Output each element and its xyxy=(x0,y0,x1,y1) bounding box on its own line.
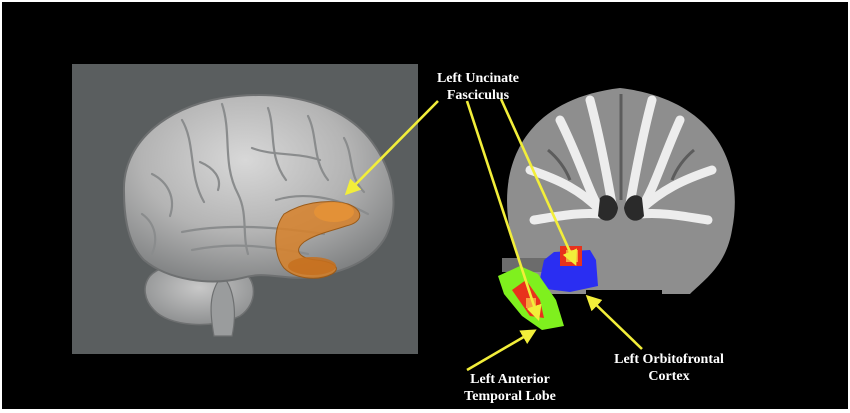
label-orbitofrontal-line2: Cortex xyxy=(648,369,690,384)
arrow-temporal-label xyxy=(466,329,537,372)
brain-3d-render xyxy=(122,94,395,337)
cerebrum xyxy=(122,94,395,283)
label-left-anterior-temporal-lobe: Left Anterior Temporal Lobe xyxy=(454,371,566,405)
coronal-mri-slice xyxy=(498,88,735,342)
label-left-uncinate-fasciculus: Left Uncinate Fasciculus xyxy=(424,70,532,104)
label-left-orbitofrontal-cortex: Left Orbitofrontal Cortex xyxy=(606,351,732,385)
right-ventricle xyxy=(624,195,644,221)
label-uncinate-line2: Fasciculus xyxy=(446,88,510,103)
label-temporal-line1: Left Anterior xyxy=(470,372,550,387)
left-ventricle xyxy=(598,195,618,221)
sulci xyxy=(547,94,695,200)
label-uncinate-line1: Left Uncinate xyxy=(436,71,520,86)
arrow-uncinate-to-temporal xyxy=(465,100,542,321)
label-temporal-line2: Temporal Lobe xyxy=(464,389,556,404)
label-orbitofrontal-line1: Left Orbitofrontal xyxy=(614,352,724,367)
arrow-orbitofrontal-label xyxy=(585,294,643,350)
brainstem xyxy=(210,275,235,337)
arrow-uncinate-to-slice xyxy=(499,98,577,266)
arrow-uncinate-to-3d xyxy=(344,100,439,196)
uncinate-tract-3d xyxy=(275,201,361,279)
sulci-lines xyxy=(140,102,370,256)
brain-3d-render-panel xyxy=(72,64,418,354)
white-matter xyxy=(525,95,717,225)
orbitofrontal-roi xyxy=(538,250,598,292)
